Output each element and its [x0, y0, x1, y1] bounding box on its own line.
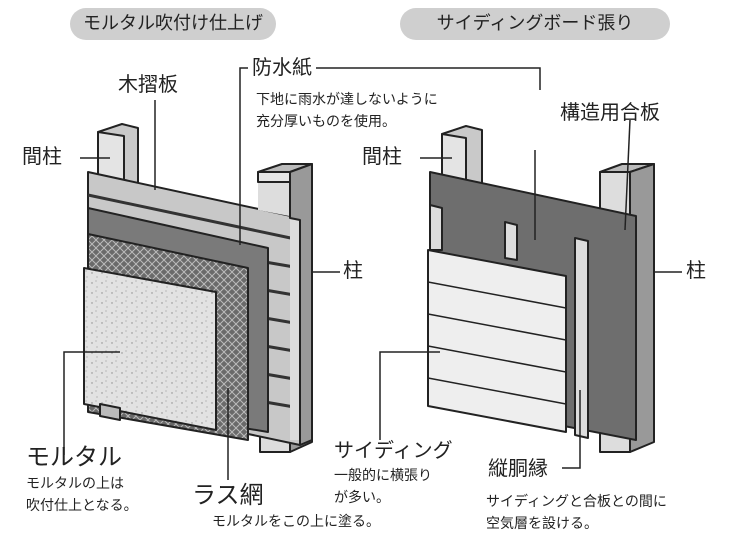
mortar-note-line2: 吹付仕上となる。 — [26, 498, 138, 514]
waterproof-note-line1: 下地に雨水が達しないように — [256, 92, 438, 108]
label-left-mabashira: 間柱 — [22, 144, 62, 168]
right-siding — [427, 249, 567, 433]
label-left-hashira: 柱 — [343, 258, 363, 282]
waterproof-note-line2: 充分厚いものを使用。 — [256, 114, 396, 130]
leader-lines — [63, 67, 682, 480]
mortar-note-line1: モルタルの上は — [26, 476, 124, 492]
right-title: サイディングボード張り — [400, 8, 670, 40]
label-kizuriita: 木摺板 — [118, 72, 178, 96]
label-siding: サイディング — [334, 438, 453, 462]
lath-note: モルタルをこの上に塗る。 — [212, 514, 380, 530]
right-furring-strips — [429, 204, 589, 439]
label-mortar: モルタル — [26, 443, 122, 471]
left-post — [257, 163, 313, 446]
left-mortar — [83, 267, 217, 431]
left-title: モルタル吹付け仕上げ — [70, 8, 276, 40]
label-waterproof-paper: 防水紙 — [248, 55, 316, 80]
furring-note-line2: 空気層を設ける。 — [486, 516, 598, 532]
label-right-mabashira: 間柱 — [362, 144, 402, 168]
label-furring: 縦胴縁 — [488, 456, 548, 480]
label-plywood: 構造用合板 — [560, 100, 660, 124]
label-lath: ラス網 — [192, 481, 264, 509]
siding-note-line2: が多い。 — [334, 490, 390, 506]
siding-note-line1: 一般的に横張り — [334, 468, 432, 484]
furring-note-line1: サイディングと合板との間に — [486, 494, 667, 510]
label-right-hashira: 柱 — [686, 258, 706, 282]
